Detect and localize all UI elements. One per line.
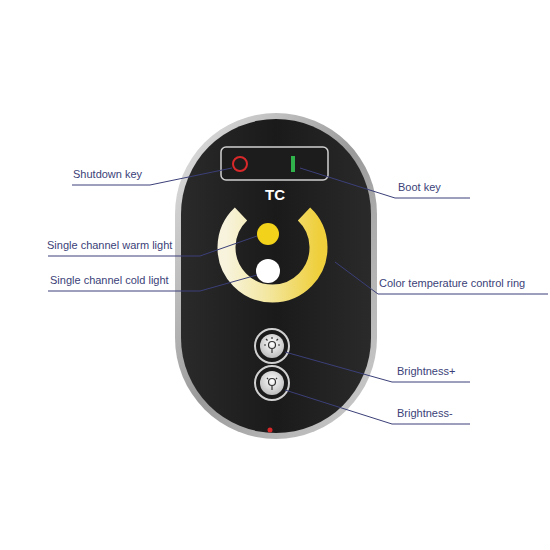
callout-label: Boot key [398, 181, 441, 194]
callout-label: Brightness+ [397, 365, 455, 378]
callout-label: Brightness- [397, 407, 453, 420]
callout-label: Single channel warm light [47, 239, 172, 252]
callout-label: Single channel cold light [50, 274, 169, 287]
panel-marking: TC [265, 187, 285, 203]
callout-label: Shutdown key [73, 168, 142, 181]
callout-label: Color temperature control ring [379, 277, 525, 290]
